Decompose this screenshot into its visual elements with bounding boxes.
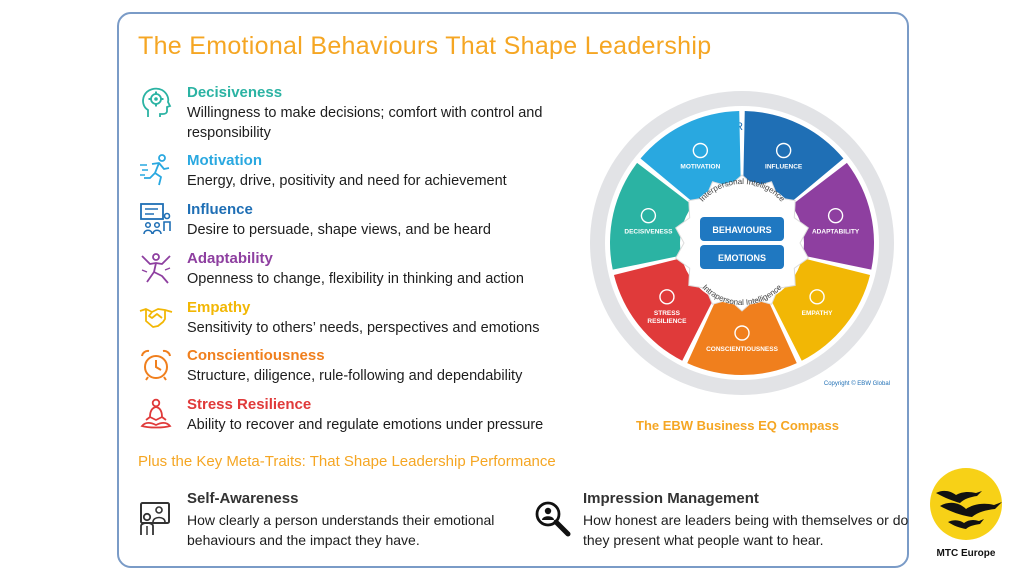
flexible-person-icon (141, 253, 171, 284)
logo-circle (930, 468, 1002, 540)
segment-label: INFLUENCE (765, 164, 803, 171)
segment-label: EMPATHY (802, 310, 833, 317)
trait-name: Stress Resilience (187, 396, 312, 413)
eq-compass-diagram: PERFORMANCE MOTIVATIONINFLUENCEADAPTABIL… (590, 91, 894, 395)
mirror-person-icon (140, 502, 170, 535)
trait-desc: Energy, drive, positivity and need for a… (187, 173, 507, 189)
segment-icon (692, 142, 709, 159)
trait-name: Decisiveness (187, 84, 283, 101)
meditation-icon (140, 398, 172, 429)
alarm-clock-icon (141, 349, 171, 381)
logo-text: MTC Europe (937, 548, 996, 559)
segment-icon (775, 142, 792, 159)
segment-icon (809, 289, 825, 305)
compass-segment-adaptability (791, 162, 874, 270)
emotions-label: EMOTIONS (718, 253, 766, 263)
meta-trait-desc: How honest are leaders being with themse… (583, 512, 909, 548)
compass-caption: The EBW Business EQ Compass (636, 418, 839, 433)
meta-traits-title: Plus the Key Meta-Traits: That Shape Lea… (138, 453, 556, 470)
compass-segment-decisiveness (610, 162, 693, 270)
segment-icon (827, 207, 844, 224)
mtc-europe-logo: MTC Europe (930, 468, 1002, 559)
meta-trait-name: Self-Awareness (187, 490, 299, 507)
segment-label: ADAPTABILITY (812, 229, 860, 236)
trait-desc: Openness to change, flexibility in think… (187, 271, 524, 287)
trait-name: Empathy (187, 299, 251, 316)
meta-trait-name: Impression Management (583, 490, 759, 507)
head-gear-icon (142, 87, 172, 117)
segment-icon (734, 325, 750, 341)
segment-label: MOTIVATION (680, 164, 720, 171)
compass-segment-conscientiousness (687, 299, 797, 375)
presenter-icon (140, 203, 171, 235)
segment-label: DECISIVENESS (624, 229, 673, 236)
segment-icon (640, 207, 657, 224)
trait-desc: Desire to persuade, shape views, and be … (187, 222, 491, 238)
behaviours-label: BEHAVIOURS (712, 225, 771, 235)
compass-center-star (675, 174, 809, 312)
segment-icon (659, 289, 675, 305)
behaviours-box (700, 217, 784, 241)
compass-segment-influence (743, 111, 844, 204)
trait-desc: Structure, diligence, rule-following and… (187, 368, 523, 384)
compass-segments: MOTIVATION INFLUENCE ADAPTABILITY EMPATHY CO… (610, 111, 874, 375)
segment-label: CONSCIENTIOUSNESS (706, 346, 779, 353)
magnifier-person-icon (535, 501, 571, 537)
trait-desc: Ability to recover and regulate emotions… (187, 417, 544, 433)
trait-name: Influence (187, 201, 253, 218)
copyright-text: Copyright © EBW Global (824, 380, 890, 387)
trait-name: Adaptability (187, 250, 273, 267)
trait-name: Motivation (187, 152, 262, 169)
goose-icon (936, 490, 1002, 529)
trait-name: Conscientiousness (187, 347, 325, 364)
handshake-icon (139, 308, 173, 328)
emotions-box (700, 245, 784, 269)
meta-trait-desc: How clearly a person understands their e… (187, 512, 495, 548)
running-person-icon (140, 154, 170, 186)
trait-desc: Sensitivity to others’ needs, perspectiv… (187, 320, 540, 336)
trait-desc: Willingness to make decisions; comfort w… (187, 105, 543, 141)
page-title: The Emotional Behaviours That Shape Lead… (138, 32, 712, 60)
compass-segment-motivation (640, 111, 741, 204)
